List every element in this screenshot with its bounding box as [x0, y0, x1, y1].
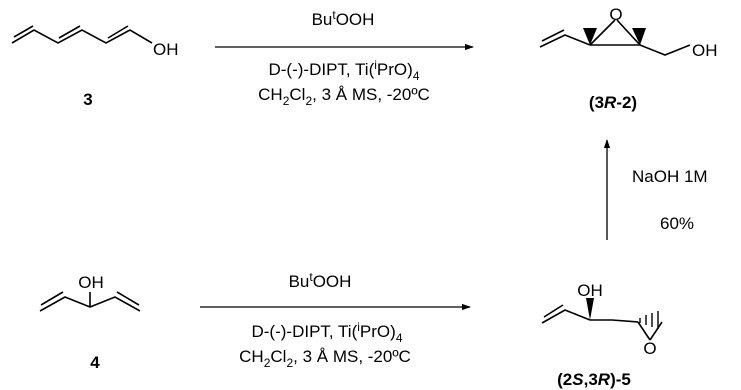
compound-3R-2-structure: [539, 19, 691, 56]
compound-5-hydroxyl: OH: [577, 281, 603, 300]
reaction-2-catalyst: D-(-)-DIPT, Ti(iPrO)4: [251, 320, 402, 345]
compound-4-label: 4: [90, 353, 100, 372]
compound-3R-2-label: (3R-2): [589, 93, 637, 112]
compound-5-epoxide-oxygen: O: [643, 339, 656, 358]
reaction-1-conditions: CH2Cl2, 3 Å MS, -20ºC: [258, 85, 430, 108]
compound-5-label: (2S,3R)-5: [557, 370, 631, 389]
compound-3R-2-epoxide-oxygen: O: [609, 5, 622, 24]
compound-3R-2-wedge-bond: [583, 28, 597, 45]
compound-3R-2-wedge-bond: [632, 28, 646, 45]
reaction-2-conditions: CH2Cl2, 3 Å MS, -20ºC: [239, 347, 411, 370]
reaction-1-catalyst: D-(-)-DIPT, Ti(iPrO)4: [268, 58, 419, 83]
compound-3-structure: [11, 25, 153, 44]
reaction-3-yield: 60%: [660, 214, 694, 233]
compound-5-hashed-bond: [639, 311, 659, 329]
compound-4-hydroxyl: OH: [78, 273, 104, 292]
compound-4-structure: [39, 291, 141, 312]
compound-3-hydroxyl: OH: [153, 40, 179, 59]
reaction-3-reagent: NaOH 1M: [632, 167, 708, 186]
compound-5-wedge-bond: [586, 298, 594, 320]
reaction-2-oxidant: ButOOH: [289, 270, 352, 291]
compound-3-label: 3: [83, 90, 92, 109]
compound-3R-2-hydroxyl: OH: [692, 41, 718, 60]
reaction-1-oxidant: ButOOH: [312, 8, 375, 29]
compound-5-structure: [541, 304, 663, 341]
